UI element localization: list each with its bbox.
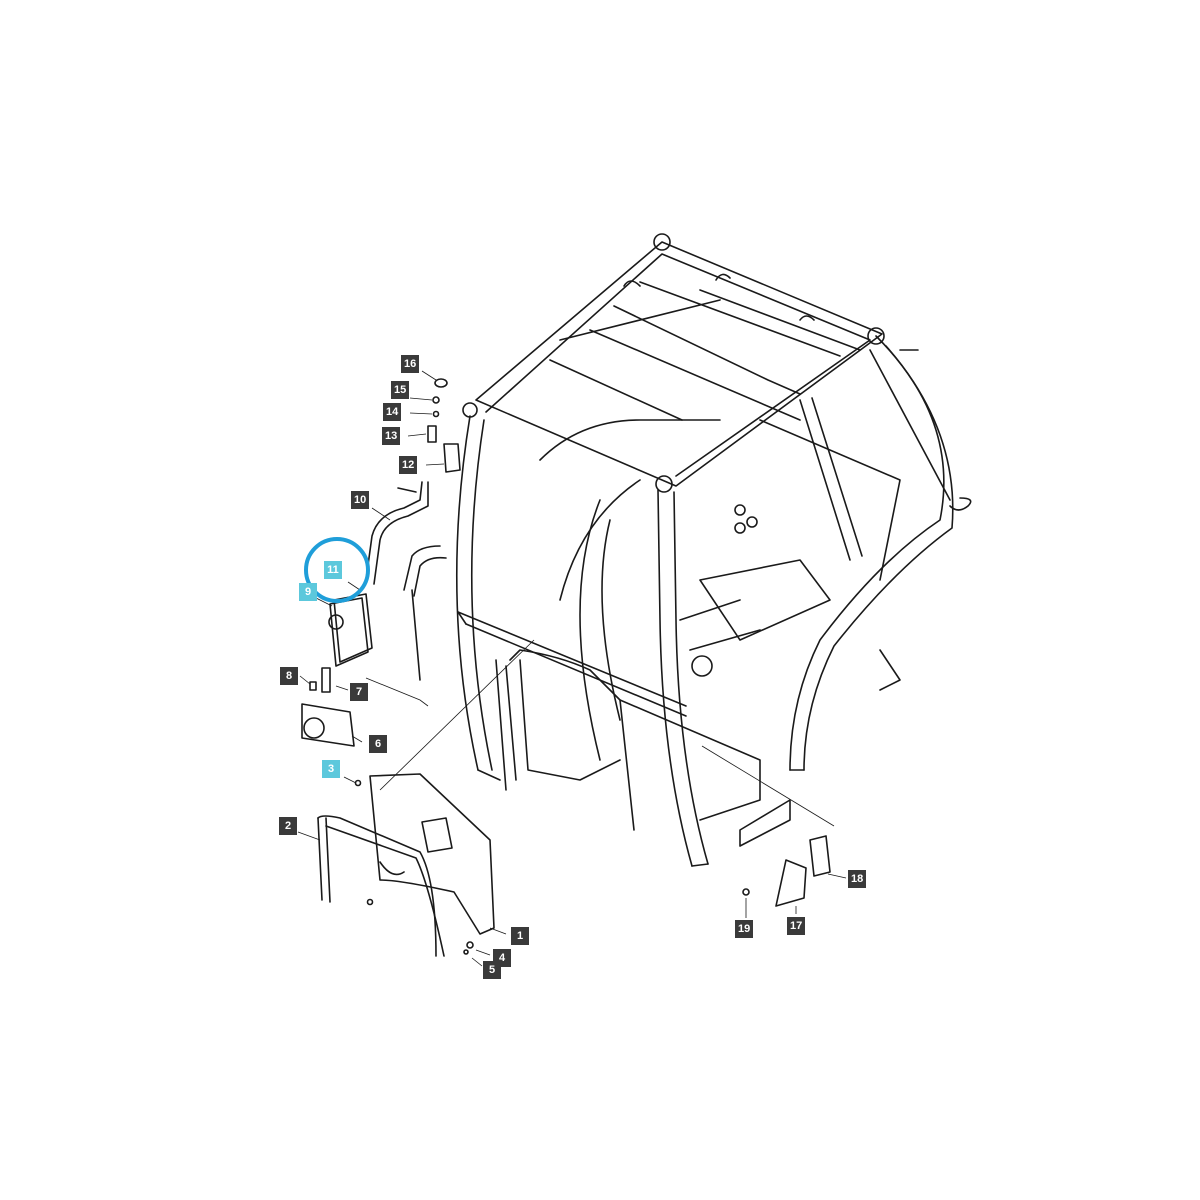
screw-part bbox=[742, 888, 750, 896]
callout-1[interactable]: 1 bbox=[511, 927, 529, 945]
callout-12[interactable]: 12 bbox=[399, 456, 418, 474]
callout-17[interactable]: 17 bbox=[787, 917, 806, 935]
callout-13[interactable]: 13 bbox=[382, 427, 401, 445]
screw-part bbox=[354, 779, 362, 787]
callout-7[interactable]: 7 bbox=[350, 683, 368, 701]
door-panel bbox=[369, 773, 495, 935]
cab-body bbox=[539, 419, 901, 847]
callout-2[interactable]: 2 bbox=[279, 817, 297, 835]
left-front-pillar bbox=[455, 415, 501, 781]
washer-part bbox=[466, 941, 474, 949]
washer-part bbox=[432, 396, 440, 404]
door-seal bbox=[317, 815, 445, 957]
clip-part bbox=[443, 443, 461, 473]
bracket-part bbox=[321, 667, 331, 693]
callout-11[interactable]: 11 bbox=[324, 561, 342, 579]
leader-lines bbox=[297, 370, 847, 967]
callout-10[interactable]: 10 bbox=[351, 491, 370, 509]
nut-part bbox=[463, 949, 469, 955]
right-front-pillar bbox=[657, 489, 709, 867]
nut-part bbox=[432, 410, 440, 418]
bolt-part bbox=[309, 681, 317, 691]
grab-handle bbox=[403, 545, 447, 681]
callout-8[interactable]: 8 bbox=[280, 667, 298, 685]
callout-14[interactable]: 14 bbox=[383, 403, 402, 421]
front-crossbar bbox=[457, 611, 687, 717]
roof-frame bbox=[462, 233, 972, 511]
callout-5[interactable]: 5 bbox=[483, 961, 501, 979]
callout-19[interactable]: 19 bbox=[735, 920, 754, 938]
mirror-small bbox=[301, 703, 355, 747]
callout-16[interactable]: 16 bbox=[401, 355, 420, 373]
rear-arch bbox=[789, 335, 954, 771]
screw-part bbox=[366, 898, 374, 906]
gasket-part bbox=[775, 859, 807, 907]
door-opening bbox=[495, 649, 635, 831]
frame-part bbox=[809, 835, 831, 877]
highlight-ring bbox=[304, 537, 370, 603]
callout-15[interactable]: 15 bbox=[391, 381, 410, 399]
callout-9[interactable]: 9 bbox=[299, 583, 317, 601]
cap-part bbox=[434, 378, 448, 388]
callout-18[interactable]: 18 bbox=[848, 870, 867, 888]
spring-part bbox=[427, 425, 437, 443]
mirror-large bbox=[328, 593, 373, 667]
callout-3[interactable]: 3 bbox=[322, 760, 340, 778]
callout-6[interactable]: 6 bbox=[369, 735, 387, 753]
